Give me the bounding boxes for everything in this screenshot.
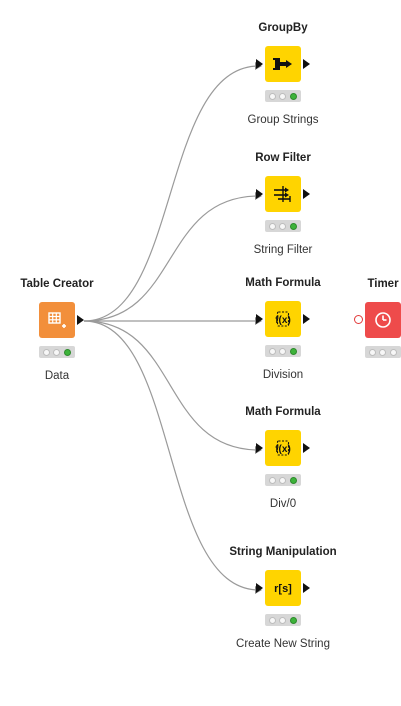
status-light-green <box>290 616 298 624</box>
status-light-yellow <box>279 476 287 484</box>
math-formula-glyph: f(x) <box>275 315 291 326</box>
node-timer[interactable]: Timer <box>308 278 401 398</box>
status-light-yellow <box>53 348 61 356</box>
groupby-icon <box>273 58 292 70</box>
status-light-red <box>268 347 276 355</box>
timer-node-icon[interactable] <box>365 302 401 338</box>
input-port[interactable] <box>256 443 263 453</box>
status-light-green <box>290 347 298 355</box>
math-formula-glyph: f(x) <box>275 444 291 455</box>
table-creator-node-icon[interactable] <box>39 302 75 338</box>
input-port[interactable] <box>256 583 263 593</box>
string-manipulation-icon: r[s] <box>274 583 292 595</box>
node-math-formula-div0[interactable]: Math Formula f(x) Div/0 <box>208 406 358 526</box>
node-label[interactable]: Div/0 <box>269 498 297 510</box>
status-light-green <box>290 476 298 484</box>
node-status-traffic-light <box>265 614 301 626</box>
node-row-filter[interactable]: Row Filter String Filter <box>208 152 358 272</box>
status-light-green <box>390 348 398 356</box>
groupby-node-icon[interactable] <box>265 46 301 82</box>
node-status-traffic-light <box>39 346 75 358</box>
connections <box>83 65 260 591</box>
node-label[interactable]: Create New String <box>236 638 330 650</box>
math-formula-node-icon[interactable]: f(x) <box>265 430 301 466</box>
row-filter-icon <box>274 186 291 202</box>
node-status-traffic-light <box>265 220 301 232</box>
status-light-red <box>268 92 276 100</box>
input-port[interactable] <box>256 314 263 324</box>
status-light-red <box>42 348 50 356</box>
node-label[interactable]: String Filter <box>253 244 313 256</box>
status-light-green <box>290 222 298 230</box>
output-port[interactable] <box>303 59 310 69</box>
input-port[interactable] <box>256 189 263 199</box>
node-title: Table Creator <box>20 278 94 290</box>
connection-table-creator-to-string-manipulation[interactable] <box>83 320 260 591</box>
status-light-green <box>290 92 298 100</box>
output-port[interactable] <box>77 315 84 325</box>
output-port[interactable] <box>303 189 310 199</box>
node-table-creator[interactable]: Table Creator Data <box>0 278 132 398</box>
string-manipulation-glyph: r[s] <box>274 583 292 595</box>
math-formula-icon: f(x) <box>275 440 291 456</box>
status-light-red <box>268 616 276 624</box>
node-groupby[interactable]: GroupBy Group Strings <box>208 22 358 142</box>
table-icon <box>48 312 66 328</box>
node-status-traffic-light <box>265 345 301 357</box>
node-label[interactable]: Group Strings <box>247 114 319 126</box>
node-math-formula-division[interactable]: Math Formula f(x) Division <box>208 277 358 397</box>
connection-table-creator-to-math-formula-div0[interactable] <box>83 320 260 451</box>
node-status-traffic-light <box>265 474 301 486</box>
row-filter-node-icon[interactable] <box>265 176 301 212</box>
status-light-yellow <box>279 92 287 100</box>
status-light-red <box>268 222 276 230</box>
node-label[interactable]: Division <box>262 369 304 381</box>
node-title: Math Formula <box>245 277 321 289</box>
node-title: Math Formula <box>245 406 321 418</box>
node-title: Row Filter <box>255 152 311 164</box>
math-formula-node-icon[interactable]: f(x) <box>265 301 301 337</box>
node-status-traffic-light <box>265 90 301 102</box>
node-label[interactable]: Data <box>44 370 70 382</box>
status-light-red <box>368 348 376 356</box>
output-port[interactable] <box>303 583 310 593</box>
status-light-yellow <box>279 222 287 230</box>
flow-variable-input-port[interactable] <box>354 315 363 324</box>
status-light-yellow <box>379 348 387 356</box>
status-light-green <box>64 348 72 356</box>
status-light-yellow <box>279 616 287 624</box>
math-formula-icon: f(x) <box>275 311 291 327</box>
status-light-red <box>268 476 276 484</box>
node-title: String Manipulation <box>229 546 337 558</box>
status-light-yellow <box>279 347 287 355</box>
node-string-manipulation[interactable]: String Manipulation r[s] Create New Stri… <box>208 546 358 666</box>
node-title: GroupBy <box>258 22 308 34</box>
output-port[interactable] <box>303 443 310 453</box>
node-title: Timer <box>367 278 399 290</box>
connection-table-creator-to-row-filter[interactable] <box>83 195 260 322</box>
timer-icon <box>375 312 391 328</box>
input-port[interactable] <box>256 59 263 69</box>
output-port[interactable] <box>303 314 310 324</box>
node-status-traffic-light <box>365 346 401 358</box>
connection-table-creator-to-groupby[interactable] <box>83 65 260 322</box>
string-manipulation-node-icon[interactable]: r[s] <box>265 570 301 606</box>
